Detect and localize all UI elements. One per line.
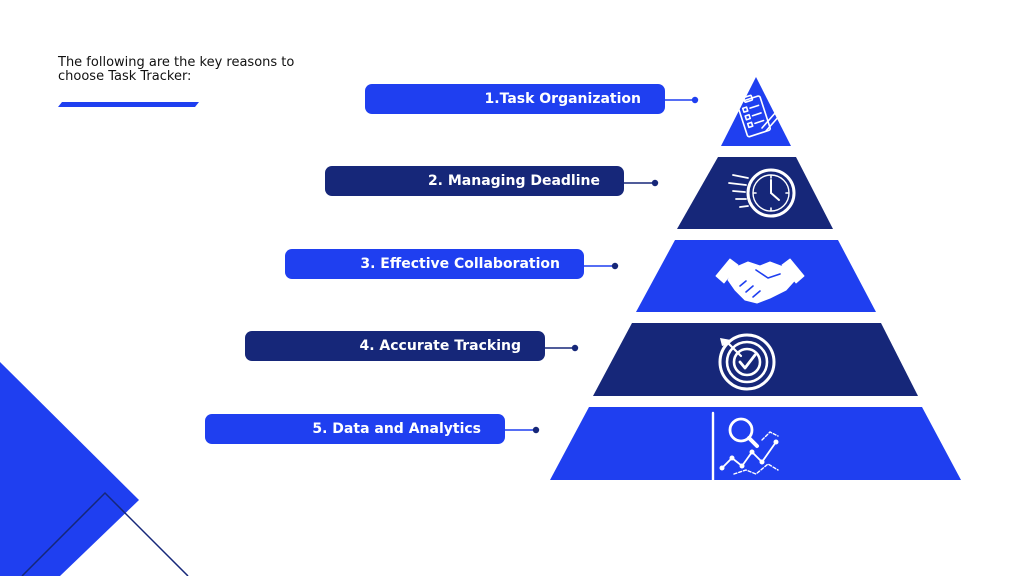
label-text-4: 4. Accurate Tracking (359, 338, 521, 354)
clock-icon (728, 168, 796, 218)
deco-blue-triangle (0, 362, 139, 576)
handshake-icon (715, 258, 805, 304)
label-accurate-tracking: 4. Accurate Tracking (245, 331, 545, 361)
label-text-2: 2. Managing Deadline (427, 173, 600, 189)
intro-text: The following are the key reasons to cho… (58, 55, 295, 84)
pyramid-tier-1 (721, 77, 791, 146)
pyramid-tier-4 (593, 323, 918, 396)
label-text-5: 5. Data and Analytics (312, 421, 481, 437)
connector-4 (544, 344, 579, 352)
connector-1 (664, 96, 699, 104)
analytics-chart-icon (711, 411, 779, 482)
label-text-3: 3. Effective Collaboration (360, 256, 560, 272)
connector-3 (584, 262, 619, 270)
checklist-clipboard-icon (736, 94, 781, 138)
connector-2 (623, 179, 659, 187)
label-text-1: 1.Task Organization (484, 91, 641, 107)
label-data-and-analytics: 5. Data and Analytics (205, 414, 505, 444)
connector-5 (504, 426, 540, 434)
target-icon (718, 333, 776, 391)
deco-outline-triangle (21, 491, 189, 576)
label-managing-deadline: 2. Managing Deadline (325, 166, 624, 196)
label-task-organization: 1.Task Organization (365, 84, 665, 114)
label-effective-collaboration: 3. Effective Collaboration (285, 249, 584, 279)
